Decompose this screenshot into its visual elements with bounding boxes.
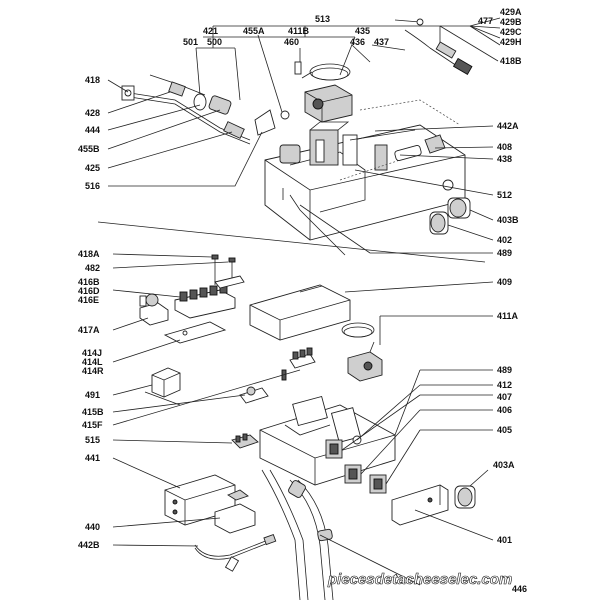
label-482: 482 — [85, 263, 100, 273]
label-418: 418 — [85, 75, 100, 85]
label-429b: 429B — [500, 17, 522, 27]
label-402: 402 — [497, 235, 512, 245]
label-425: 425 — [85, 163, 100, 173]
knob-402 — [429, 211, 449, 235]
label-446: 446 — [512, 584, 527, 594]
tube-assembly-418 — [121, 74, 290, 145]
box-491 — [144, 367, 181, 406]
label-416d: 416D — [78, 286, 100, 296]
label-436: 436 — [350, 37, 365, 47]
label-444: 444 — [85, 125, 100, 135]
right-leaders — [341, 281, 494, 487]
knob-403a — [454, 485, 476, 509]
terminal-block-416 — [174, 283, 236, 319]
label-442b: 442B — [78, 540, 100, 550]
label-500: 500 — [207, 37, 222, 47]
label-414l: 414L — [82, 357, 103, 367]
label-416b: 416B — [78, 277, 100, 287]
label-455a: 455A — [243, 26, 265, 36]
switch-405 — [369, 474, 387, 494]
cover-409 — [249, 284, 351, 341]
thermostat-411a — [341, 322, 383, 382]
knob-403b — [447, 197, 471, 219]
bracket-417a — [139, 293, 169, 326]
label-441: 441 — [85, 453, 100, 463]
thermocouple-442b — [112, 533, 277, 572]
label-414r: 414R — [82, 366, 104, 376]
label-437: 437 — [374, 37, 389, 47]
gas-hoses — [261, 469, 421, 600]
label-460: 460 — [284, 37, 299, 47]
label-429c: 429C — [500, 27, 522, 37]
label-418a: 418A — [78, 249, 100, 259]
connector-515 — [231, 433, 259, 449]
thermostat-411b — [294, 61, 353, 123]
label-442a: 442A — [497, 121, 519, 131]
igniter-440 — [112, 489, 256, 534]
label-417a: 417A — [78, 325, 100, 335]
label-489-mid: 489 — [497, 365, 512, 375]
label-429a: 429A — [500, 7, 522, 17]
label-513: 513 — [315, 14, 330, 24]
top-leader-lines — [195, 17, 501, 113]
label-438: 438 — [497, 154, 512, 164]
label-407: 407 — [497, 392, 512, 402]
label-455b: 455B — [78, 144, 100, 154]
switch-406 — [344, 464, 362, 484]
top-left-leaders — [107, 79, 263, 187]
label-512: 512 — [497, 190, 512, 200]
label-408: 408 — [497, 142, 512, 152]
label-501: 501 — [183, 37, 198, 47]
terminals-415 — [239, 347, 316, 404]
board-414 — [163, 321, 227, 344]
label-414j: 414J — [82, 348, 102, 358]
label-429h: 429H — [500, 37, 522, 47]
label-516: 516 — [85, 181, 100, 191]
label-409: 409 — [497, 277, 512, 287]
burner-housing — [264, 99, 466, 256]
label-416e: 416E — [78, 295, 99, 305]
label-440: 440 — [85, 522, 100, 532]
separator-line — [97, 221, 486, 263]
label-412: 412 — [497, 380, 512, 390]
label-489-top: 489 — [497, 248, 512, 258]
label-418b: 418B — [500, 56, 522, 66]
label-405: 405 — [497, 425, 512, 435]
front-panel-401 — [391, 484, 494, 541]
switch-407 — [325, 435, 362, 459]
watermark-text: piecesdetacheeselec.com — [327, 571, 512, 588]
label-403a: 403A — [493, 460, 515, 470]
label-428: 428 — [85, 108, 100, 118]
label-477: 477 — [478, 16, 493, 26]
screws-418a-482 — [211, 254, 245, 289]
middle-left-leaders — [112, 253, 301, 444]
label-435: 435 — [355, 26, 370, 36]
top-right-leaders — [299, 125, 494, 254]
label-515: 515 — [85, 435, 100, 445]
label-411b: 411B — [288, 26, 310, 36]
label-401: 401 — [497, 535, 512, 545]
label-411a: 411A — [497, 311, 519, 321]
label-415f: 415F — [82, 420, 103, 430]
label-491: 491 — [85, 390, 100, 400]
label-415b: 415B — [82, 407, 104, 417]
probe-429 — [394, 18, 473, 75]
label-421: 421 — [203, 26, 218, 36]
label-403b: 403B — [497, 215, 519, 225]
label-406: 406 — [497, 405, 512, 415]
